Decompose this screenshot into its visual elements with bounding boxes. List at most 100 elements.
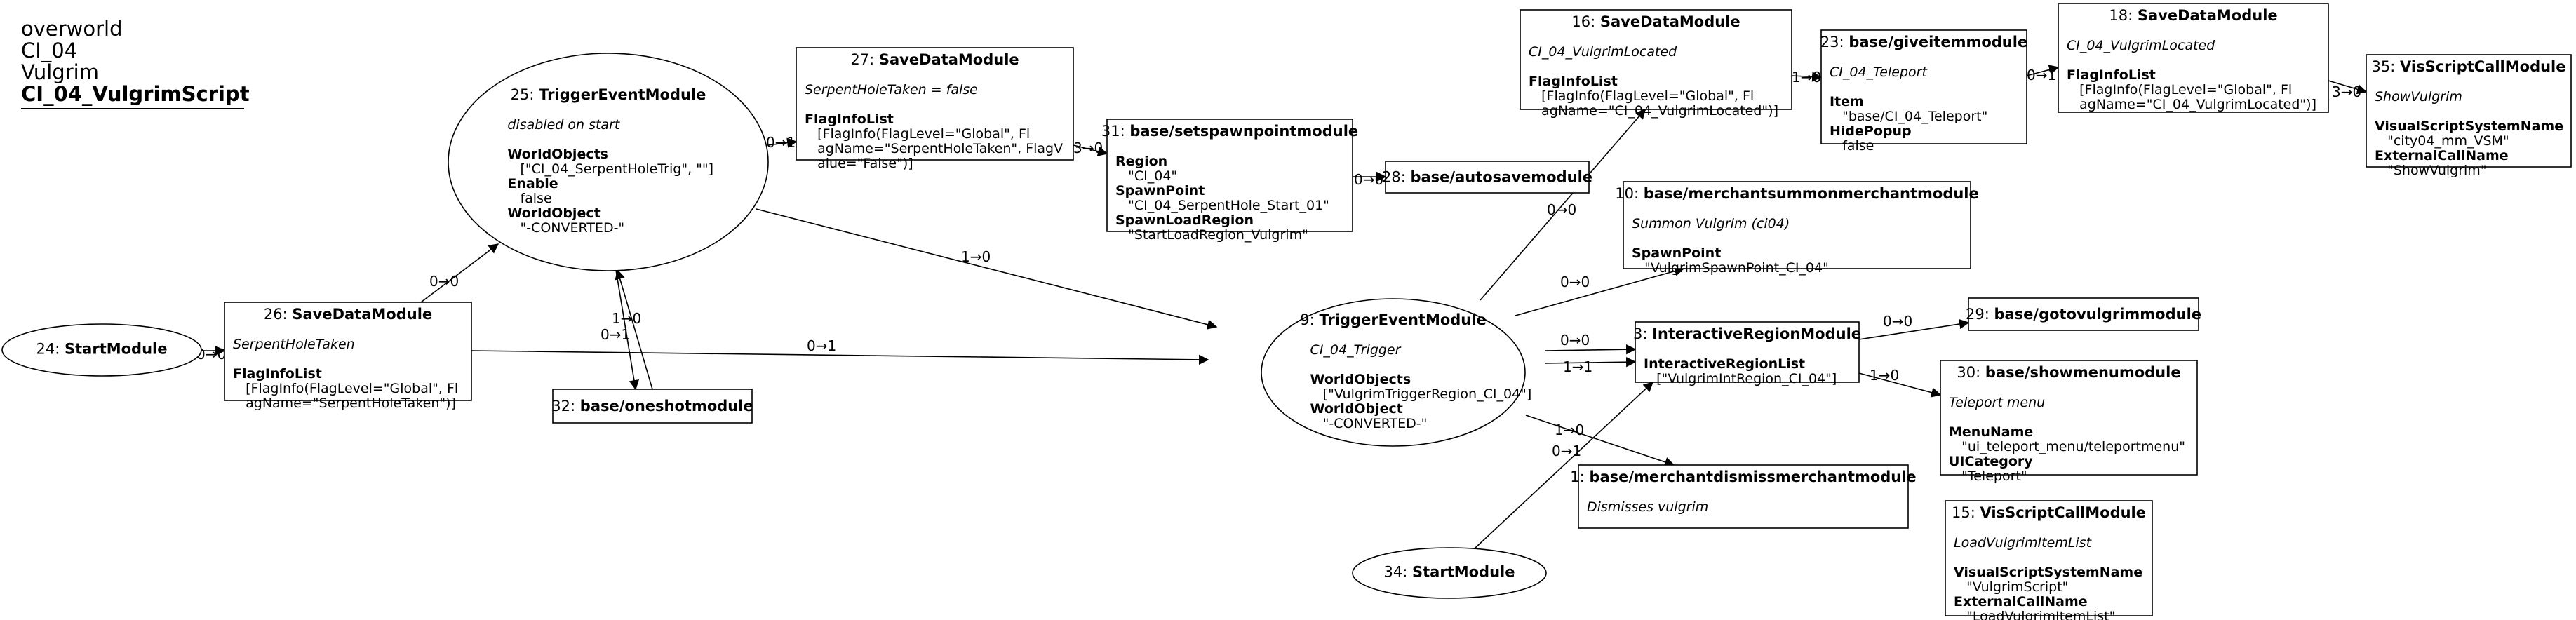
node-shape [2058,3,2329,113]
node-header: 35: VisScriptCallModule [2371,58,2565,75]
node-15[interactable]: 15: VisScriptCallModuleLoadVulgrimItemLi… [1945,500,2153,620]
node-body-line: Enable [507,176,558,191]
edge: 3→0 [1073,140,1108,156]
node-id-separator: : [55,341,65,358]
node-body-line: false [1830,138,1874,154]
edge-line [420,243,499,303]
node-shape [1635,321,1860,383]
node-header: 16: SaveDataModule [1571,13,1740,30]
node-body-line: FlagInfoList [233,366,322,382]
node-35[interactable]: 35: VisScriptCallModuleShowVulgrimVisual… [2366,54,2572,178]
node-id: 26 [264,306,283,323]
edge: 1→0 [612,269,641,391]
node-id: 24 [36,341,55,358]
node-body-line: "CI_04_SerpentHole_Start_01" [1115,198,1329,213]
node-shape [1352,547,1547,599]
node-type: StartModule [1412,564,1515,581]
node-body-line: agName="SerpentHoleTaken")] [233,396,456,411]
node-header: 34: StartModule [1384,564,1515,581]
edge-label: 1→0 [1792,69,1821,86]
edge-label: 0→1 [2027,67,2056,83]
node-9[interactable]: 9: TriggerEventModuleCI_04_TriggerWorldO… [1261,298,1531,447]
node-id: 28 [1382,169,1401,186]
edge-line [1480,108,1646,301]
node-shape [448,53,769,271]
node-id-separator: : [1975,364,1985,381]
node-shape [1261,298,1526,447]
node-body-line: alue="False")] [805,156,913,171]
node-10[interactable]: 10: base/merchantsummonmerchantmoduleSum… [1615,181,1979,276]
node-type: SaveDataModule [292,306,432,323]
node-id: 18 [2109,7,2128,24]
node-id-separator: : [1634,185,1644,202]
node-23[interactable]: 23: base/giveitemmoduleCI_04_TeleportIte… [1820,29,2027,154]
node-body-line: CI_04_VulgrimLocated [1529,44,1677,60]
edge-label: 1→1 [1563,358,1592,375]
node-body-line: "ui_teleport_menu/teleportmenu" [1949,439,2185,454]
node-shape [1968,297,2199,331]
node-id-separator: : [1310,311,1320,328]
node-type: SaveDataModule [2138,7,2278,24]
node-shape [1520,9,1792,110]
node-shape [1940,360,2198,476]
edge-label: 3→0 [1073,140,1103,156]
node-32[interactable]: 32: base/oneshotmodule [551,389,753,424]
node-26[interactable]: 26: SaveDataModuleSerpentHoleTakenFlagIn… [224,302,472,411]
node-shape [552,389,753,424]
edge-line [1474,382,1654,549]
node-24[interactable]: 24: StartModule [1,323,202,377]
edges-layer: 0→00→00→11→00→10→11→03→00→00→00→00→01→11… [196,65,2368,549]
node-id: 16 [1571,13,1590,30]
node-body-line: WorldObjects [507,147,608,162]
edge: 1→0 [756,208,1218,330]
node-16[interactable]: 16: SaveDataModuleCI_04_VulgrimLocatedFl… [1520,9,1792,119]
node-type: TriggerEventModule [1319,311,1486,328]
edge-label: 3→0 [2332,83,2361,100]
edge-label: 0→1 [601,326,630,343]
edge-line [767,137,798,148]
node-34[interactable]: 34: StartModule [1352,547,1547,599]
edge-label: 1→0 [1870,367,1899,384]
edge-label: 1→0 [961,248,991,265]
edge-label: 0→0 [1883,313,1912,330]
edge: 0→0 [1544,332,1637,355]
edge-line [1544,357,1637,368]
node-body-line: [FlagInfo(FlagLevel="Global", Fl [2067,82,2292,97]
node-header: 24: StartModule [36,341,168,358]
edge: 0→1 [2026,65,2060,83]
node-id: 10 [1615,185,1634,202]
node-29[interactable]: 29: base/gotovulgrimmodule [1966,297,2201,331]
node-body-line: FlagInfoList [2067,67,2156,83]
node-shape [1385,161,1590,194]
node-body-line: agName="CI_04_VulgrimLocated")] [2067,97,2316,112]
edge-line [1544,344,1637,355]
node-body-line: LoadVulgrimItemList [1954,535,2093,551]
edge: 1→0 [1858,367,1942,398]
node-id-separator: : [869,51,879,68]
node-body-line: InteractiveRegionList [1644,356,1805,372]
node-body-line: VisualScriptSystemName [2375,119,2563,134]
node-type: StartModule [65,341,167,358]
node-body-line: "StartLoadRegion_Vulgrim" [1115,227,1308,243]
node-body-line: Summon Vulgrim (ci04) [1632,216,1790,231]
node-1[interactable]: 1: base/merchantdismissmerchantmoduleDis… [1570,464,1917,529]
node-body-line: WorldObject [1310,401,1403,417]
node-header: 30: base/showmenumodule [1957,364,2180,381]
node-id-separator: : [529,86,539,103]
node-body-line: ShowVulgrim [2375,89,2462,105]
node-3[interactable]: 3: InteractiveRegionModuleInteractiveReg… [1633,321,1861,386]
edge-line [1525,415,1675,467]
node-header: 9: TriggerEventModule [1300,311,1486,328]
node-shape [1578,464,1909,529]
edge: 1→0 [1525,415,1675,467]
node-id-separator: : [1839,34,1849,50]
node-body-line: WorldObjects [1310,372,1411,387]
node-18[interactable]: 18: SaveDataModuleCI_04_VulgrimLocatedFl… [2058,3,2329,113]
node-id: 27 [850,51,869,68]
node-28[interactable]: 28: base/autosavemodule [1382,161,1592,194]
edge-line [1073,144,1108,156]
